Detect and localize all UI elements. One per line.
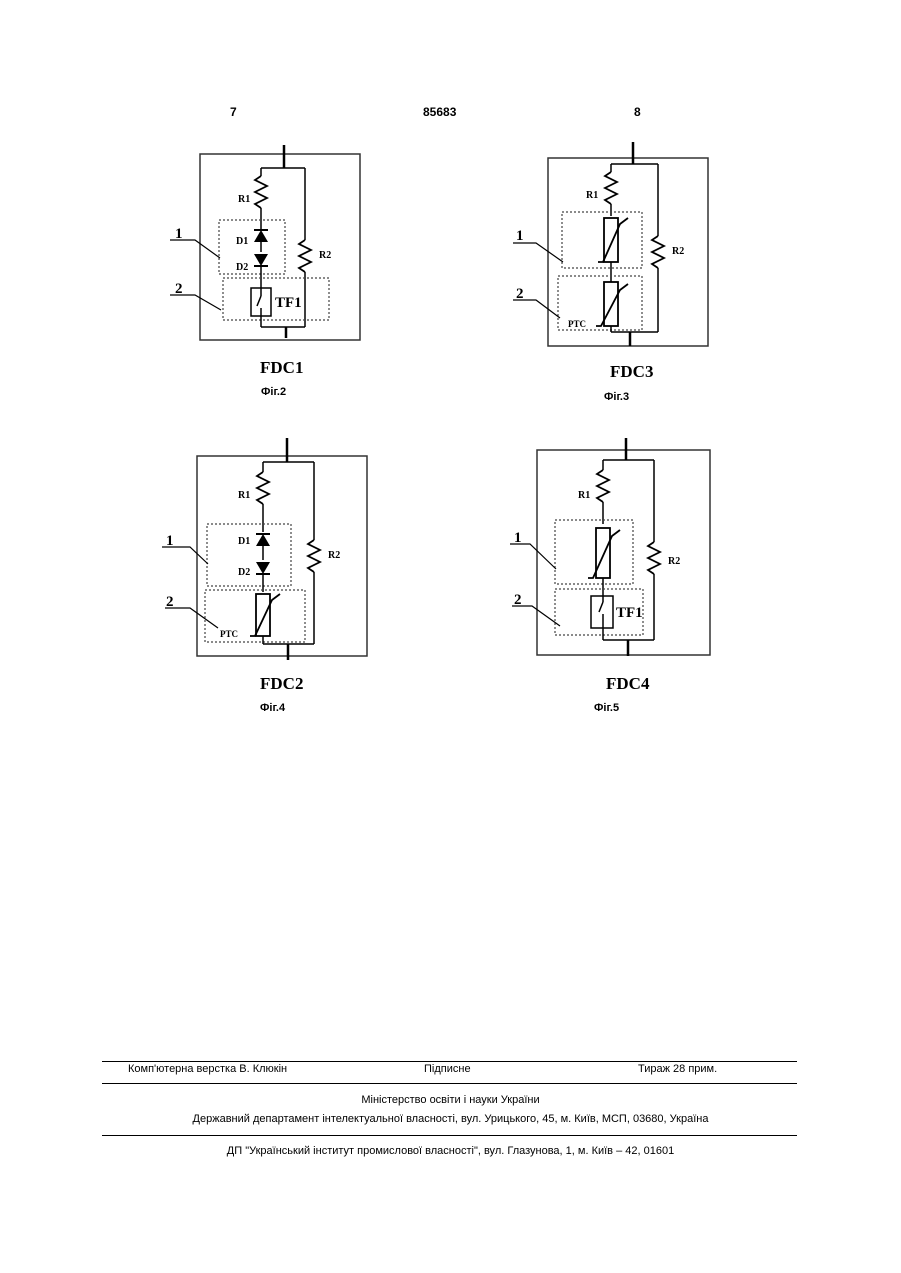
circuit-diagram-fdc1: R1 R2 D1 D2 TF1 1 2: [165, 140, 375, 340]
r1-label: R1: [238, 490, 250, 501]
r1-label: R1: [238, 194, 250, 205]
footer-rule-top: [102, 1061, 797, 1062]
r2-label: R2: [672, 246, 684, 257]
circuit-diagram-fdc3: R1 R2 PTC 1 2: [508, 140, 718, 350]
patent-number: 85683: [423, 105, 456, 119]
block-1-label: 1: [166, 533, 174, 549]
r2-label: R2: [319, 250, 331, 261]
block-1-label: 1: [175, 226, 183, 242]
d1-label: D1: [236, 236, 248, 247]
page-number-right: 8: [634, 105, 641, 119]
circuit-diagram-fdc2: R1 R2 D1 D2 PTC 1 2: [160, 436, 370, 666]
element-label: TF1: [275, 295, 302, 311]
circuit-diagram-fdc4: R1 R2 TF1 1 2: [510, 436, 720, 666]
r1-label: R1: [586, 190, 598, 201]
footer-circulation: Тираж 28 прим.: [638, 1063, 717, 1075]
figure-caption: Фіг.2: [261, 386, 286, 398]
element-label: PTC: [220, 629, 238, 639]
block-1-label: 1: [516, 228, 524, 244]
block-2-label: 2: [175, 281, 183, 297]
d2-label: D2: [236, 262, 248, 273]
figure-caption: Фіг.3: [604, 391, 629, 403]
r1-label: R1: [578, 490, 590, 501]
page-number-left: 7: [230, 105, 237, 119]
figure-caption: Фіг.5: [594, 702, 619, 714]
block-1-label: 1: [514, 530, 522, 546]
r2-label: R2: [668, 556, 680, 567]
figure-fdc3: R1 R2 PTC 1 2 FDC3 Фіг.3: [508, 140, 718, 350]
figure-title: FDC1: [260, 358, 303, 378]
footer-signed: Підписне: [424, 1063, 471, 1075]
d2-label: D2: [238, 567, 250, 578]
d1-label: D1: [238, 536, 250, 547]
block-2-label: 2: [514, 592, 522, 608]
block-2-label: 2: [516, 286, 524, 302]
figure-title: FDC4: [606, 674, 649, 694]
r2-label: R2: [328, 550, 340, 561]
footer-rule-middle: [102, 1083, 797, 1084]
block-2-label: 2: [166, 594, 174, 610]
footer-institute: ДП "Український інститут промислової вла…: [0, 1145, 901, 1157]
footer-ministry: Міністерство освіти і науки України: [0, 1094, 901, 1106]
figure-fdc2: R1 R2 D1 D2 PTC 1 2 FDC2 Фіг.4: [160, 436, 370, 666]
footer-rule-bottom: [102, 1135, 797, 1136]
element-label: TF1: [616, 605, 643, 621]
element-label: PTC: [568, 319, 586, 329]
figure-title: FDC3: [610, 362, 653, 382]
footer-department: Державний департамент інтелектуальної вл…: [0, 1113, 901, 1125]
figure-caption: Фіг.4: [260, 702, 285, 714]
figure-fdc4: R1 R2 TF1 1 2 FDC4 Фіг.5: [510, 436, 720, 666]
figure-fdc1: R1 R2 D1 D2 TF1 1 2 FDC1 Фіг.2: [165, 140, 375, 340]
footer-layout: Комп'ютерна верстка В. Клюкін: [128, 1063, 287, 1075]
figure-title: FDC2: [260, 674, 303, 694]
